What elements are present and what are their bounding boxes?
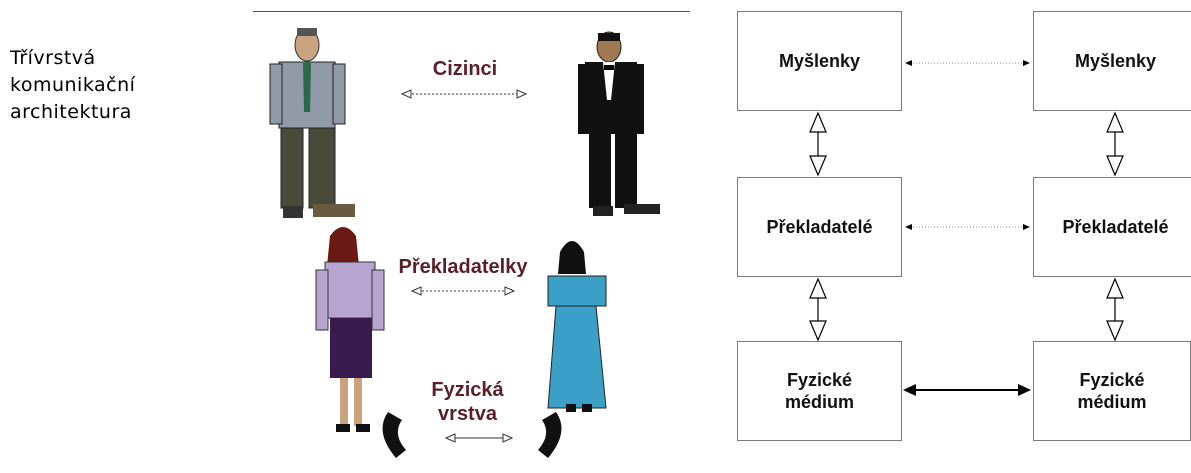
label-cizinci: Cizinci — [432, 58, 498, 80]
title-line-1: Třívrstvá — [10, 47, 96, 69]
interpreter-woman-right — [547, 241, 607, 412]
box-prekladatele-left-label: Překladatelé — [766, 217, 873, 237]
telephone-receiver-left — [382, 412, 406, 458]
label-fyzicka-line-1: Fyzická — [431, 379, 504, 401]
h-arrow-myslenky — [905, 60, 1030, 66]
box-medium-left: Fyzické médium — [737, 341, 902, 441]
box-medium-left-line-1: Fyzické — [786, 370, 853, 390]
tuxedo-man-figure — [578, 31, 660, 216]
v-arrows — [809, 111, 1124, 342]
box-myslenky-left-label: Myšlenky — [778, 51, 861, 71]
slide-title: Třívrstvá komunikační architektura — [10, 45, 135, 126]
v-arrow-right-top — [1106, 111, 1124, 177]
box-medium-right-line-2: médium — [1077, 392, 1147, 412]
v-arrow-right-bottom — [1106, 277, 1124, 342]
box-myslenky-right: Myšlenky — [1033, 11, 1191, 111]
arrow-fyzicka-vrstva — [444, 433, 514, 443]
label-prekladatelky: Překladatelky — [398, 256, 528, 278]
v-arrow-left-bottom — [809, 277, 827, 342]
box-medium-left-label: Fyzické médium — [785, 369, 854, 413]
box-medium-right: Fyzické médium — [1033, 341, 1191, 441]
label-fyzicka-vrstva: Fyzická vrstva — [410, 378, 525, 426]
title-line-3: architektura — [10, 101, 132, 123]
layer-arrows — [809, 60, 1124, 396]
telephone-receiver-right — [538, 412, 562, 458]
h-arrow-medium — [903, 384, 1031, 396]
box-myslenky-right-label: Myšlenky — [1074, 51, 1157, 71]
people-illustration — [269, 28, 660, 458]
box-medium-right-label: Fyzické médium — [1077, 369, 1146, 413]
box-myslenky-left: Myšlenky — [737, 11, 902, 111]
h-arrow-prekladatele — [905, 224, 1030, 230]
arrow-prekladatelky — [410, 286, 516, 296]
box-medium-right-line-1: Fyzické — [1079, 370, 1145, 390]
v-arrow-left-top — [809, 111, 827, 177]
businessman-figure — [269, 28, 355, 218]
box-prekladatele-right-label: Překladatelé — [1062, 217, 1169, 237]
box-prekladatele-left: Překladatelé — [737, 177, 902, 277]
box-medium-left-line-2: médium — [784, 392, 854, 412]
title-line-2: komunikační — [10, 74, 136, 96]
top-divider — [253, 11, 690, 12]
label-fyzicka-line-2: vrstva — [438, 403, 497, 425]
interpreter-woman-left — [315, 227, 385, 432]
box-prekladatele-right: Překladatelé — [1033, 177, 1191, 277]
arrow-cizinci — [400, 89, 528, 99]
